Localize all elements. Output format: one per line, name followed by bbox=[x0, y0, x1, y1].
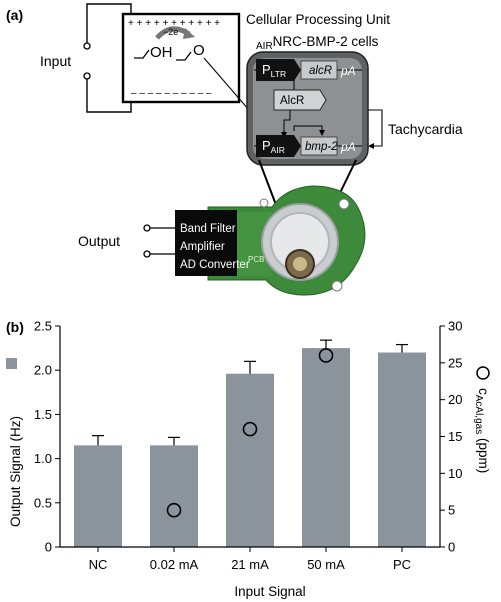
y2-tick-label: 25 bbox=[448, 355, 462, 370]
y-tick-label: 2.0 bbox=[34, 363, 52, 378]
aldehyde-label: O bbox=[193, 42, 205, 59]
bar bbox=[226, 373, 274, 547]
svg-text:AlcR: AlcR bbox=[280, 95, 304, 107]
svg-text:PAIR: PAIR bbox=[262, 138, 285, 155]
bar bbox=[150, 445, 198, 547]
y2-tick-label: 10 bbox=[448, 466, 462, 481]
cathode-minus-row: – – – – – – – – – – bbox=[131, 88, 212, 99]
y-tick-label: 2.5 bbox=[34, 319, 52, 334]
svg-text:PLTR: PLTR bbox=[262, 62, 286, 79]
input-terminal-bottom bbox=[83, 72, 91, 80]
scatter-point bbox=[166, 502, 182, 518]
y-tick-label: 1.5 bbox=[34, 407, 52, 422]
output-terminal-top bbox=[143, 224, 151, 232]
gene-alcr bbox=[300, 60, 338, 80]
panel-a-label: (a) bbox=[6, 7, 23, 23]
cells-label: AIRNRC-BMP-2 cells bbox=[256, 34, 379, 52]
bar bbox=[302, 348, 350, 547]
scatter-legend-symbol bbox=[476, 366, 490, 380]
tachycardia-label: Tachycardia bbox=[388, 121, 463, 137]
panel-a: (a) Input + + + + + + + + + + + – – – – … bbox=[6, 3, 463, 296]
panel-b-label: (b) bbox=[6, 319, 24, 335]
y2-tick-label: 5 bbox=[448, 503, 455, 518]
x-tick-label: 21 mA bbox=[231, 557, 269, 572]
x-tick-label: 0.02 mA bbox=[150, 557, 199, 572]
device-line-3: AD Converter bbox=[180, 259, 250, 271]
y2-tick-label: 15 bbox=[448, 429, 462, 444]
x-tick-label: NC bbox=[89, 557, 108, 572]
x-tick-label: 50 mA bbox=[307, 557, 345, 572]
pa-1: pA bbox=[340, 64, 356, 78]
alcr-protein bbox=[273, 89, 327, 111]
cpu-title: Cellular Processing Unit bbox=[246, 12, 390, 27]
scatter-point bbox=[318, 348, 334, 363]
y-tick-label: 0 bbox=[45, 540, 52, 555]
aldehyde-skeleton bbox=[176, 51, 192, 61]
bar bbox=[378, 352, 426, 547]
pcb-text: PCB bbox=[248, 255, 264, 264]
x-axis-title: Input Signal bbox=[234, 584, 305, 599]
device-line-2: Amplifier bbox=[180, 241, 225, 253]
output-label: Output bbox=[78, 233, 120, 249]
oh-label: OH bbox=[150, 44, 173, 61]
promoter-air bbox=[256, 135, 301, 157]
y-axis-title: Output Signal (Hz) bbox=[8, 416, 23, 527]
y2-tick-label: 30 bbox=[448, 319, 462, 334]
pcb-photo: PCB bbox=[207, 185, 366, 296]
y2-axis-title: cAcAl,gas (ppm) bbox=[473, 388, 491, 473]
y-tick-label: 0.5 bbox=[34, 495, 52, 510]
x-tick-label: PC bbox=[393, 557, 411, 572]
y2-tick-label: 0 bbox=[448, 540, 455, 555]
pa-2: pA bbox=[340, 140, 356, 154]
y-tick-label: 1.0 bbox=[34, 451, 52, 466]
ethanol-skeleton bbox=[134, 49, 150, 59]
input-terminal-top bbox=[83, 42, 91, 50]
svg-text:bmp-2: bmp-2 bbox=[305, 141, 338, 153]
scatter-point bbox=[242, 421, 258, 437]
output-terminal-bottom bbox=[143, 250, 151, 258]
signal-processing-box bbox=[175, 210, 237, 276]
bar bbox=[74, 445, 122, 547]
gene-bmp2 bbox=[300, 136, 338, 156]
anode-plus-row: + + + + + + + + + + + bbox=[128, 18, 220, 29]
device-line-1: Band Filter bbox=[180, 223, 236, 235]
svg-text:alcR: alcR bbox=[309, 65, 332, 77]
promoter-ltr bbox=[256, 59, 301, 81]
electron-label: −2e bbox=[163, 27, 178, 37]
input-wires bbox=[86, 3, 132, 113]
tachycardia-loop bbox=[368, 109, 383, 147]
bar-legend-symbol bbox=[6, 358, 17, 369]
input-label: Input bbox=[40, 53, 71, 69]
y2-tick-label: 20 bbox=[448, 392, 462, 407]
electron-arrow-head bbox=[183, 28, 195, 39]
